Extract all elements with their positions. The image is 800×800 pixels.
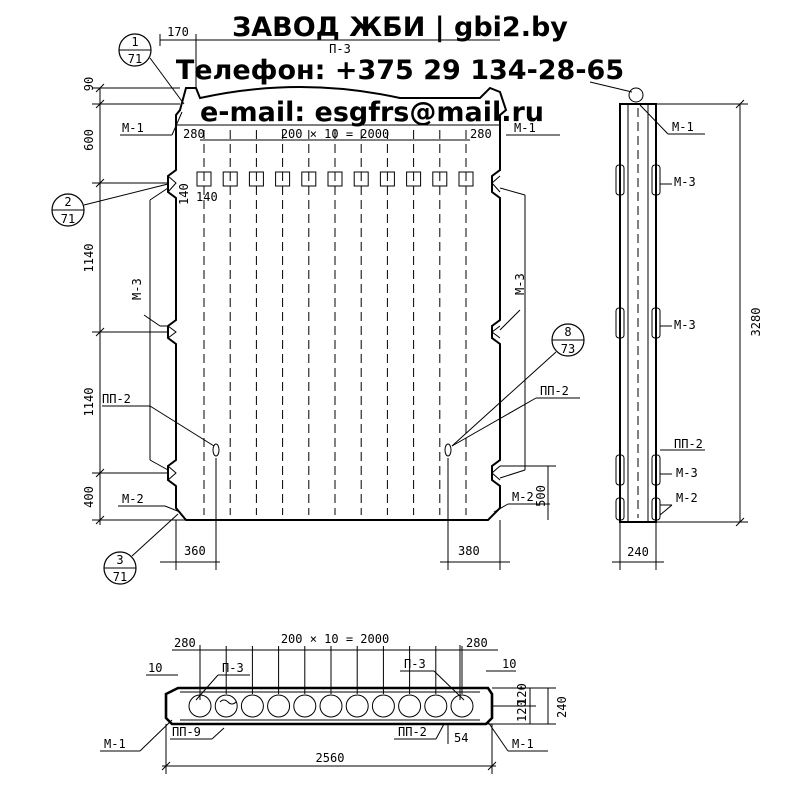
- dim-280-left-front: 280: [183, 127, 205, 141]
- callout-2-71: 2 71: [51, 183, 169, 227]
- dim-280-right-section: 280: [466, 636, 488, 650]
- svg-text:71: 71: [113, 570, 127, 584]
- label-m3-side-1: М-3: [674, 175, 696, 189]
- dim-200x10-section: 200 × 10 = 2000: [281, 632, 389, 646]
- label-p3-top: П-3: [329, 42, 351, 56]
- dim-1140-upper: 1140: [82, 244, 96, 273]
- front-view: 90 600 1140 1140 400 170 П-3 200 × 10 = …: [51, 25, 585, 585]
- dim-280-left-section: 280: [174, 636, 196, 650]
- dim-200x10-front: 200 × 10 = 2000: [281, 127, 389, 141]
- void-circle: [240, 694, 264, 718]
- opening-square: [301, 171, 317, 187]
- opening-square: [379, 171, 395, 187]
- label-m3-side-3: М-3: [676, 466, 698, 480]
- dim-170: 170: [167, 25, 189, 39]
- label-pp2-front-right: ПП-2: [540, 384, 569, 398]
- dim-3280: 3280: [749, 308, 763, 337]
- void-circle: [371, 694, 395, 718]
- void-circle: [319, 694, 343, 718]
- opening-square: [406, 171, 422, 187]
- void-circle: [424, 694, 448, 718]
- dim-240-section: 240: [555, 696, 569, 718]
- dim-10-right: 10: [502, 657, 516, 671]
- label-m2-side: М-2: [676, 491, 698, 505]
- label-m1-front-right: М-1: [514, 121, 536, 135]
- side-view: М-1 М-3 М-3 ПП-2 М-3 М-2 3280 240: [589, 81, 763, 570]
- banner-factory-title: ЗАВОД ЖБИ | gbi2.by: [232, 12, 568, 43]
- banner-email: e-mail: esgfrs@mail.ru: [199, 97, 545, 128]
- opening-square: [275, 171, 291, 187]
- void-circle: [450, 694, 474, 718]
- label-m1-section-right: М-1: [512, 737, 534, 751]
- opening-square: [196, 171, 212, 187]
- void-circle: [398, 694, 422, 718]
- callout-3-71: 3 71: [103, 513, 179, 585]
- opening-square: [458, 171, 474, 187]
- callout-8-73: 8 73: [451, 323, 585, 447]
- section-view: 280 200 × 10 = 2000 280 10 10 П-3 П-3 12…: [100, 632, 569, 774]
- section-embed-mark: [219, 699, 237, 705]
- lifting-openings: [196, 171, 474, 187]
- label-m1-side: М-1: [672, 120, 694, 134]
- svg-text:1: 1: [131, 35, 138, 49]
- dim-280-right-front: 280: [470, 127, 492, 141]
- opening-square: [327, 171, 343, 187]
- label-m3-front-left: М-3: [130, 278, 144, 300]
- label-pp2-section: ПП-2: [398, 725, 427, 739]
- dim-10-left: 10: [148, 661, 162, 675]
- dim-240-side: 240: [627, 545, 649, 559]
- void-lines: [203, 130, 467, 515]
- label-m1-section-left: М-1: [104, 737, 126, 751]
- svg-text:3: 3: [116, 553, 123, 567]
- void-circle: [293, 694, 317, 718]
- label-m3-side-2: М-3: [674, 318, 696, 332]
- label-m2-front-right: М-2: [512, 490, 534, 504]
- label-m2-front-left: М-2: [122, 492, 144, 506]
- section-tick-marks: [199, 646, 463, 694]
- side-lifting-loop: [628, 87, 644, 103]
- void-circles: [188, 694, 474, 718]
- side-outline: [619, 103, 657, 523]
- dim-380: 380: [458, 544, 480, 558]
- callout-1-71: 1 71: [118, 33, 185, 105]
- dim-90: 90: [82, 77, 96, 91]
- label-pp2-front-left: ПП-2: [102, 392, 131, 406]
- dim-120-a: 120: [515, 683, 529, 705]
- dim-2560: 2560: [316, 751, 345, 765]
- opening-square: [248, 171, 264, 187]
- dim-500: 500: [534, 485, 548, 507]
- label-m1-front-left: М-1: [122, 121, 144, 135]
- svg-text:71: 71: [61, 212, 75, 226]
- pp2-anchor-left: [212, 443, 220, 457]
- dim-140-a: 140: [177, 183, 191, 205]
- label-p3-section-left: П-3: [222, 661, 244, 675]
- dim-600: 600: [82, 129, 96, 151]
- side-embed-marks: [615, 164, 661, 521]
- dim-140-b: 140: [196, 190, 218, 204]
- opening-square: [222, 171, 238, 187]
- svg-text:71: 71: [128, 52, 142, 66]
- label-pp9-section: ПП-9: [172, 725, 201, 739]
- dim-54: 54: [454, 731, 468, 745]
- void-circle: [214, 694, 238, 718]
- svg-text:8: 8: [564, 325, 571, 339]
- pp2-anchor-right: [444, 443, 452, 457]
- void-circle: [267, 694, 291, 718]
- dim-1140-lower: 1140: [82, 388, 96, 417]
- label-pp2-side: ПП-2: [674, 437, 703, 451]
- panel-outline: [167, 86, 508, 521]
- label-m3-front-right: М-3: [513, 273, 527, 295]
- dim-120-b: 120: [515, 700, 529, 722]
- dim-400: 400: [82, 486, 96, 508]
- opening-square: [432, 171, 448, 187]
- void-circle: [345, 694, 369, 718]
- svg-text:2: 2: [64, 195, 71, 209]
- dim-360: 360: [184, 544, 206, 558]
- banner-phone: Телефон: +375 29 134-28-65: [175, 55, 625, 86]
- svg-text:73: 73: [561, 342, 575, 356]
- opening-square: [353, 171, 369, 187]
- label-p3-section-right: П-3: [404, 657, 426, 671]
